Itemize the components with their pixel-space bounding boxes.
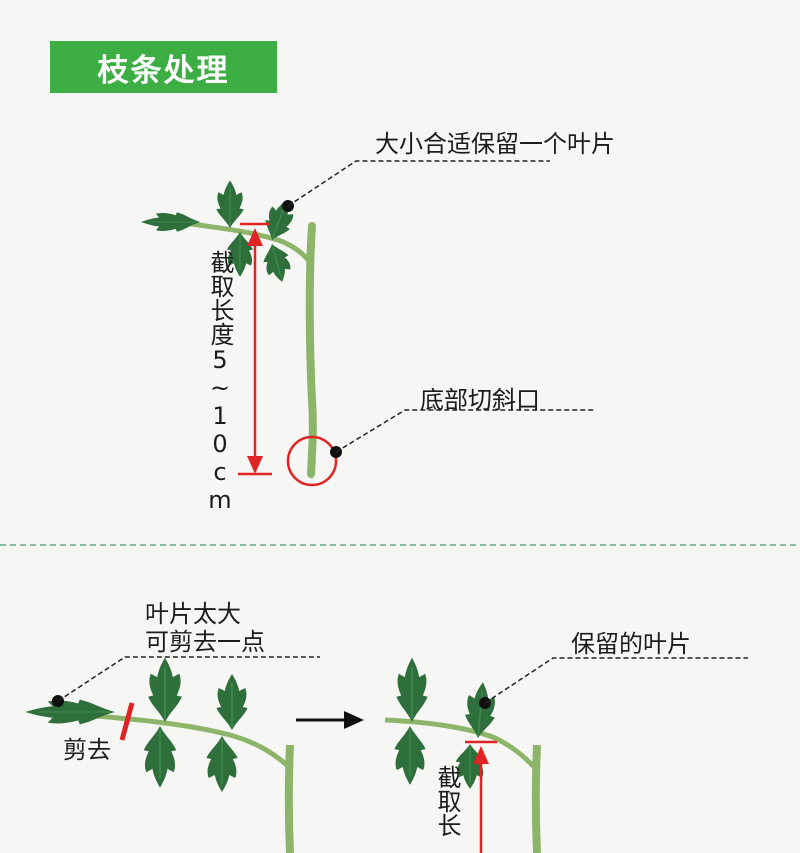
leaf-icon — [215, 179, 245, 229]
cutting-illustration-after — [384, 656, 748, 853]
section-title: 枝条处理 — [50, 41, 277, 93]
keep-one-leaf-label: 大小合适保留一个叶片 — [375, 130, 615, 158]
cutting-illustration-before — [24, 656, 320, 853]
cut-highlight-circle — [286, 435, 338, 487]
leaf-icon — [140, 211, 201, 233]
transition-arrow-icon — [296, 711, 364, 729]
leaf-icon — [142, 725, 178, 789]
big-leaf-label-line1: 叶片太大 — [145, 600, 241, 628]
leaf-icon — [393, 725, 427, 786]
leaf-icon — [205, 735, 239, 793]
kept-leaf-label: 保留的叶片 — [571, 630, 691, 658]
leaf-icon — [395, 656, 429, 723]
trim-label: 剪去 — [63, 736, 111, 764]
length-measure-arrow — [238, 222, 272, 476]
slant-cut-label: 底部切斜口 — [420, 386, 540, 414]
leaf-icon — [147, 656, 183, 723]
length-label: 截取长度5~10cm — [206, 250, 234, 514]
length-measure-arrow — [465, 740, 497, 853]
cutting-illustration-top — [140, 160, 595, 487]
leaf-icon — [215, 673, 249, 731]
trim-mark — [119, 702, 135, 741]
leaf-icon — [24, 698, 117, 726]
big-leaf-label-line2: 可剪去一点 — [145, 628, 265, 656]
length-label-partial: 截取长 — [433, 765, 461, 837]
